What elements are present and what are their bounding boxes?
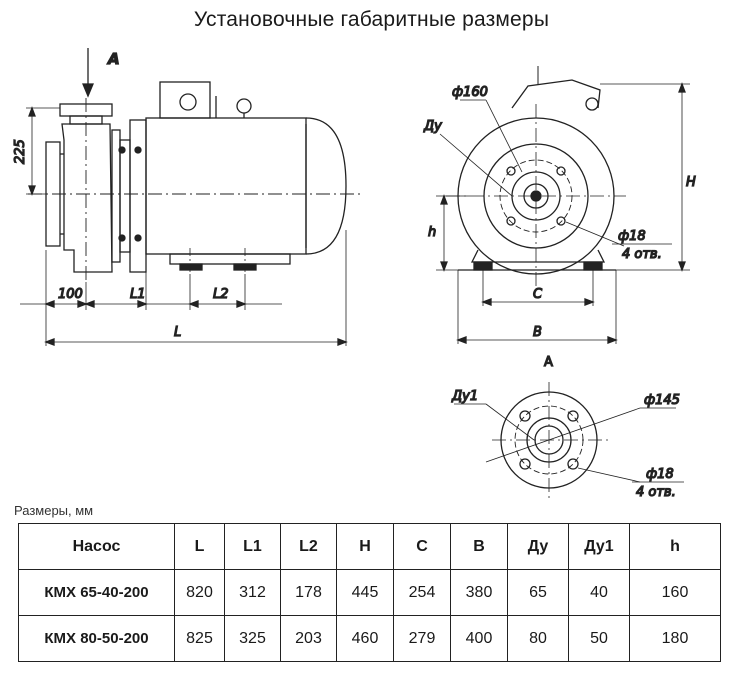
cell-l2: 203: [280, 615, 337, 662]
view-a-title: A: [544, 355, 553, 370]
dim-225: 225: [13, 139, 28, 164]
dim-l: L: [174, 325, 181, 340]
flange-bolt-hole: [567, 410, 579, 422]
lifting-eye: [236, 98, 252, 114]
pump-casing: [61, 123, 113, 273]
table-row: КМХ 65-40-200 820 312 178 445 254 380 65…: [18, 569, 721, 616]
header-h-lower: h: [629, 523, 721, 570]
drawing-title: Установочные габаритные размеры: [193, 8, 550, 31]
dim-h-upper: H: [686, 175, 696, 190]
view-a-arrow-label: A: [107, 50, 120, 68]
header-dy: Ду: [507, 523, 569, 570]
header-pump: Насос: [18, 523, 175, 570]
technical-drawing: A: [12, 48, 697, 500]
cell-l1: 312: [224, 569, 281, 616]
header-h-upper: H: [336, 523, 394, 570]
label-d145: ф145: [644, 393, 680, 408]
cell-l1: 325: [224, 615, 281, 662]
pump-model: КМХ 80-50-200: [18, 615, 175, 662]
cell-c: 279: [393, 615, 451, 662]
header-l: L: [174, 523, 225, 570]
label-d18-flange: ф18: [646, 467, 674, 482]
cable-gland: [179, 93, 197, 111]
cell-h-upper: 460: [336, 615, 394, 662]
end-feet: [470, 249, 606, 263]
cell-c: 254: [393, 569, 451, 616]
cell-h-lower: 180: [629, 615, 721, 662]
label-4-holes: 4 отв.: [622, 247, 662, 262]
dim-h-lower: h: [428, 225, 436, 240]
pump-model: КМХ 65-40-200: [18, 569, 175, 616]
cell-dy1: 50: [568, 615, 630, 662]
header-b: B: [450, 523, 508, 570]
flange-bolt-hole: [567, 458, 579, 470]
motor-body: [145, 117, 307, 255]
motor-fan-cover: [305, 117, 347, 255]
dimensions-table: Насос L L1 L2 H C B Ду Ду1 h КМХ 65-40-2…: [18, 523, 721, 662]
dim-l2: L2: [213, 287, 229, 302]
cell-b: 380: [450, 569, 508, 616]
end-bolt-hole: [506, 166, 516, 176]
label-dy: Ду: [423, 119, 442, 134]
cell-h-lower: 160: [629, 569, 721, 616]
header-l2: L2: [280, 523, 337, 570]
cell-h-upper: 445: [336, 569, 394, 616]
cell-dy: 65: [507, 569, 569, 616]
cell-l: 825: [174, 615, 225, 662]
table-header-row: Насос L L1 L2 H C B Ду Ду1 h: [18, 523, 721, 570]
dim-l1: L1: [130, 287, 146, 302]
dim-100: 100: [58, 287, 83, 302]
header-c: C: [393, 523, 451, 570]
label-4-holes-flange: 4 отв.: [636, 485, 676, 500]
label-dy1: Ду1: [451, 389, 478, 404]
label-d160: ф160: [452, 85, 488, 100]
motor-feet: [169, 253, 291, 265]
end-terminal-box: [511, 79, 601, 109]
end-bolt-hole: [556, 166, 566, 176]
terminal-box: [159, 81, 211, 119]
cell-dy: 80: [507, 615, 569, 662]
table-row: КМХ 80-50-200 825 325 203 460 279 400 80…: [18, 615, 721, 662]
cell-l2: 178: [280, 569, 337, 616]
flange-bolt-hole: [519, 458, 531, 470]
units-note: Размеры, мм: [14, 503, 94, 518]
cell-b: 400: [450, 615, 508, 662]
header-l1: L1: [224, 523, 281, 570]
flange-bolt-hole: [519, 410, 531, 422]
dim-b: B: [533, 325, 542, 340]
header-dy1: Ду1: [568, 523, 630, 570]
label-d18: ф18: [618, 229, 646, 244]
cell-dy1: 40: [568, 569, 630, 616]
end-view: ф160 Ду H h ф18 4 отв. C B: [422, 66, 697, 344]
view-a-arrowhead: [82, 83, 94, 98]
end-bolt-hole: [506, 216, 516, 226]
view-a-flange: A Ду1 ф145 ф18 4 отв.: [450, 354, 684, 500]
side-view: A: [12, 48, 360, 346]
cell-l: 820: [174, 569, 225, 616]
dim-c: C: [533, 287, 543, 302]
motor-flange: [129, 119, 147, 273]
end-bolt-hole: [556, 216, 566, 226]
